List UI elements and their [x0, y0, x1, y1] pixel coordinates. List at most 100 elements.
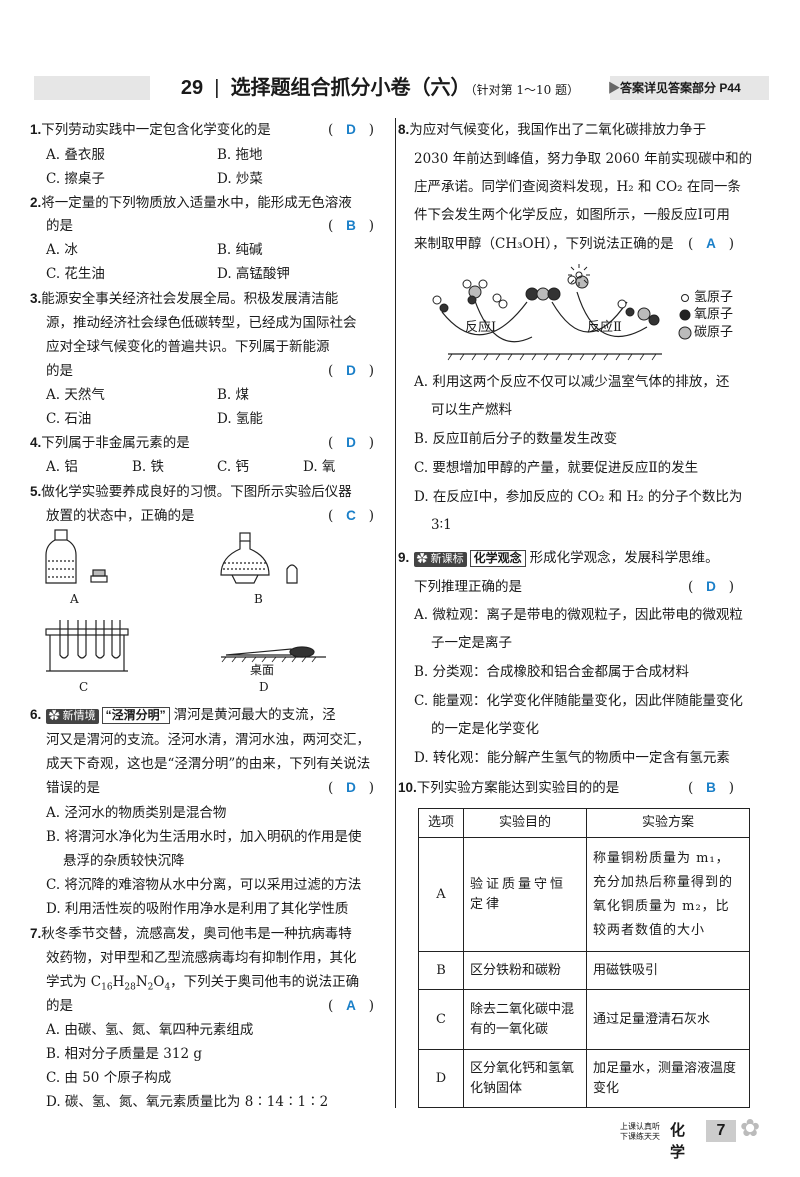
q10-answer: ( B ) [688, 780, 735, 796]
q4-option-c: C. 钙 [217, 459, 249, 475]
q6-tag: ✿ 新情境 [45, 709, 99, 724]
q8-legend-hydrogen: 氢原子 [694, 290, 734, 305]
q1-option-b: B. 拖地 [217, 147, 263, 163]
q8-option-d: D. 在反应Ⅰ中，参加反应的 CO₂ 和 H₂ 的分子个数比为 [414, 489, 743, 505]
q7-stem-3: 学式为 C16H28N2O4，下列关于奥司他韦的说法正确 [46, 974, 360, 993]
q5-stem-2: 放置的状态中，正确的是 [46, 508, 195, 524]
q6-option-b-2: 悬浮的杂质较快沉降 [63, 853, 185, 869]
q5-desk-label: 桌面 [250, 663, 275, 677]
cell-purpose: 验证质量守恒定律 [463, 837, 587, 952]
col-option: 选项 [418, 808, 464, 838]
q4-option-a: A. 铝 [46, 459, 78, 475]
q6-stem-2: 河又是渭河的支流。泾河水清，渭河水浊，两河交汇， [46, 732, 370, 748]
q2-answer: ( B ) [328, 218, 375, 234]
q4-answer: ( D ) [328, 435, 375, 451]
q8-reaction-1-label: 反应Ⅰ [465, 320, 497, 335]
q5-label-d: D [259, 680, 269, 694]
star-icon: ✿ [48, 710, 60, 722]
dropper-icon [221, 646, 326, 658]
col-purpose: 实验目的 [463, 808, 587, 838]
q8-legend-oxygen: 氧原子 [694, 307, 734, 322]
q8-answer: ( A ) [688, 236, 735, 252]
q10-stem: 10.下列实验方案能达到实验目的的是 [398, 780, 620, 796]
q9-option-a: A. 微粒观：离子是带电的微观粒子，因此带电的微观粒 [414, 607, 743, 623]
cell-plan: 通过足量澄清石灰水 [586, 989, 750, 1050]
cell-option: A [418, 837, 464, 952]
carbon-atom-icon [678, 326, 692, 340]
q2-option-b: B. 纯碱 [217, 242, 263, 258]
answer-ref: ▶答案详见答案部分 P44 [608, 81, 741, 95]
q8-reaction-2-label: 反应Ⅱ [587, 320, 622, 335]
q8-stem-5: 来制取甲醇（CH₃OH），下列说法正确的是 [414, 236, 674, 252]
footer-subject: 化学 [670, 1122, 686, 1161]
play-icon: ▶ [608, 81, 621, 95]
q7-stem-4: 的是 [46, 998, 73, 1014]
test-tube-rack-icon [45, 620, 129, 672]
table-row: D 区分氧化钙和氢氧化钠固体 加足量水，测量溶液温度变化 [418, 1049, 750, 1108]
q5-stem: 5.做化学实验要养成良好的习惯。下图所示实验后仪器 [30, 484, 352, 500]
q8-option-d-2: 3∶1 [431, 517, 452, 533]
hydrogen-atom-icon [681, 294, 689, 302]
footer-slogan: 上课认真听下课练天天 [620, 1122, 660, 1141]
q1-option-c: C. 擦桌子 [46, 171, 105, 187]
q6-stem-3: 成天下奇观，这也是“泾渭分明”的由来，下列有关说法 [46, 756, 371, 772]
q1-option-a: A. 叠衣服 [46, 147, 105, 163]
col-plan: 实验方案 [586, 808, 750, 838]
q9-tag: ✿ 新课标 [413, 552, 467, 567]
q5-label-a: A [70, 592, 79, 606]
flask-icon [220, 532, 298, 584]
sun-icon [568, 264, 590, 286]
q9-stem: 9. ✿ 新课标化学观念形成化学观念，发展科学思维。 [398, 550, 719, 567]
q7-answer: ( A ) [328, 998, 375, 1014]
q6-tag-title: “泾渭分明” [101, 707, 170, 724]
cell-plan: 称量铜粉质量为 m₁，充分加热后称量得到的氧化铜质量为 m₂，比较两者数值的大小 [586, 837, 750, 952]
q4-option-d: D. 氧 [303, 459, 336, 475]
q7-option-c: C. 由 50 个原子构成 [46, 1070, 172, 1086]
q8-option-c: C. 要想增加甲醇的产量，就要促进反应Ⅱ的发生 [414, 460, 699, 476]
q3-option-c: C. 石油 [46, 411, 92, 427]
table-header-row: 选项 实验目的 实验方案 [418, 808, 750, 838]
q10-table-wrap: 选项 实验目的 实验方案 A 验证质量守恒定律 称量铜粉质量为 m₁，充分加热后… [418, 808, 750, 1108]
q7-option-b: B. 相对分子质量是 312 g [46, 1046, 202, 1062]
oxygen-atom-icon [679, 309, 691, 321]
q7-option-a: A. 由碳、氢、氮、氧四种元素组成 [46, 1022, 254, 1038]
q6-stem: 6. ✿ 新情境“泾渭分明”渭河是黄河最大的支流，泾 [30, 707, 336, 724]
q9-option-b: B. 分类观：合成橡胶和铝合金都属于合成材料 [414, 664, 690, 680]
q8-stem-2: 2030 年前达到峰值，努力争取 2060 年前实现碳中和的 [414, 151, 753, 167]
cell-purpose: 区分氧化钙和氢氧化钠固体 [463, 1049, 587, 1108]
q3-stem-2: 源，推动经济社会绿色低碳转型，已经成为国际社会 [46, 315, 357, 331]
q8-option-b: B. 反应Ⅱ前后分子的数量发生改变 [414, 431, 618, 447]
q3-stem: 3.能源安全事关经济社会发展全局。积极发展清洁能 [30, 291, 339, 307]
column-divider [395, 118, 396, 1108]
q8-stem-4: 件下会发生两个化学反应，如图所示，一般反应Ⅰ可用 [414, 207, 730, 223]
star-icon: ✿ [416, 553, 428, 565]
q9-stem-2: 下列推理正确的是 [414, 579, 522, 595]
q8-reaction-diagram [432, 264, 692, 361]
q9-option-a-2: 子一定是离子 [431, 635, 512, 651]
q6-answer: ( D ) [328, 780, 375, 796]
reagent-bottle-icon [45, 529, 108, 584]
q9-tag-title: 化学观念 [469, 550, 526, 567]
q10-table: 选项 实验目的 实验方案 A 验证质量守恒定律 称量铜粉质量为 m₁，充分加热后… [418, 808, 750, 1108]
table-row: B 区分铁粉和碳粉 用磁铁吸引 [418, 951, 750, 990]
cell-option: D [418, 1049, 464, 1108]
q5-label-b: B [254, 592, 263, 606]
cell-purpose: 区分铁粉和碳粉 [463, 951, 587, 990]
q6-option-d: D. 利用活性炭的吸附作用净水是利用了其化学性质 [46, 901, 349, 917]
q6-stem-4: 错误的是 [46, 780, 100, 796]
cell-purpose: 除去二氧化碳中混有的一氧化碳 [463, 989, 587, 1050]
page-number: 7 [706, 1120, 736, 1142]
q2-option-c: C. 花生油 [46, 266, 105, 282]
q6-option-a: A. 泾河水的物质类别是混合物 [46, 805, 227, 821]
q2-stem: 2.将一定量的下列物质放入适量水中，能形成无色溶液 [30, 195, 352, 211]
q3-option-b: B. 煤 [217, 387, 250, 403]
table-row: A 验证质量守恒定律 称量铜粉质量为 m₁，充分加热后称量得到的氧化铜质量为 m… [418, 837, 750, 952]
q2-stem-2: 的是 [46, 218, 73, 234]
q1-option-d: D. 炒菜 [217, 171, 263, 187]
q8-stem: 8.为应对气候变化，我国作出了二氧化碳排放力争于 [398, 122, 707, 138]
flower-logo-icon: ✿ [740, 1115, 761, 1142]
q1-answer: ( D ) [328, 122, 375, 138]
q3-option-d: D. 氢能 [217, 411, 263, 427]
q5-answer: ( C ) [328, 508, 375, 524]
cell-option: B [418, 951, 464, 990]
